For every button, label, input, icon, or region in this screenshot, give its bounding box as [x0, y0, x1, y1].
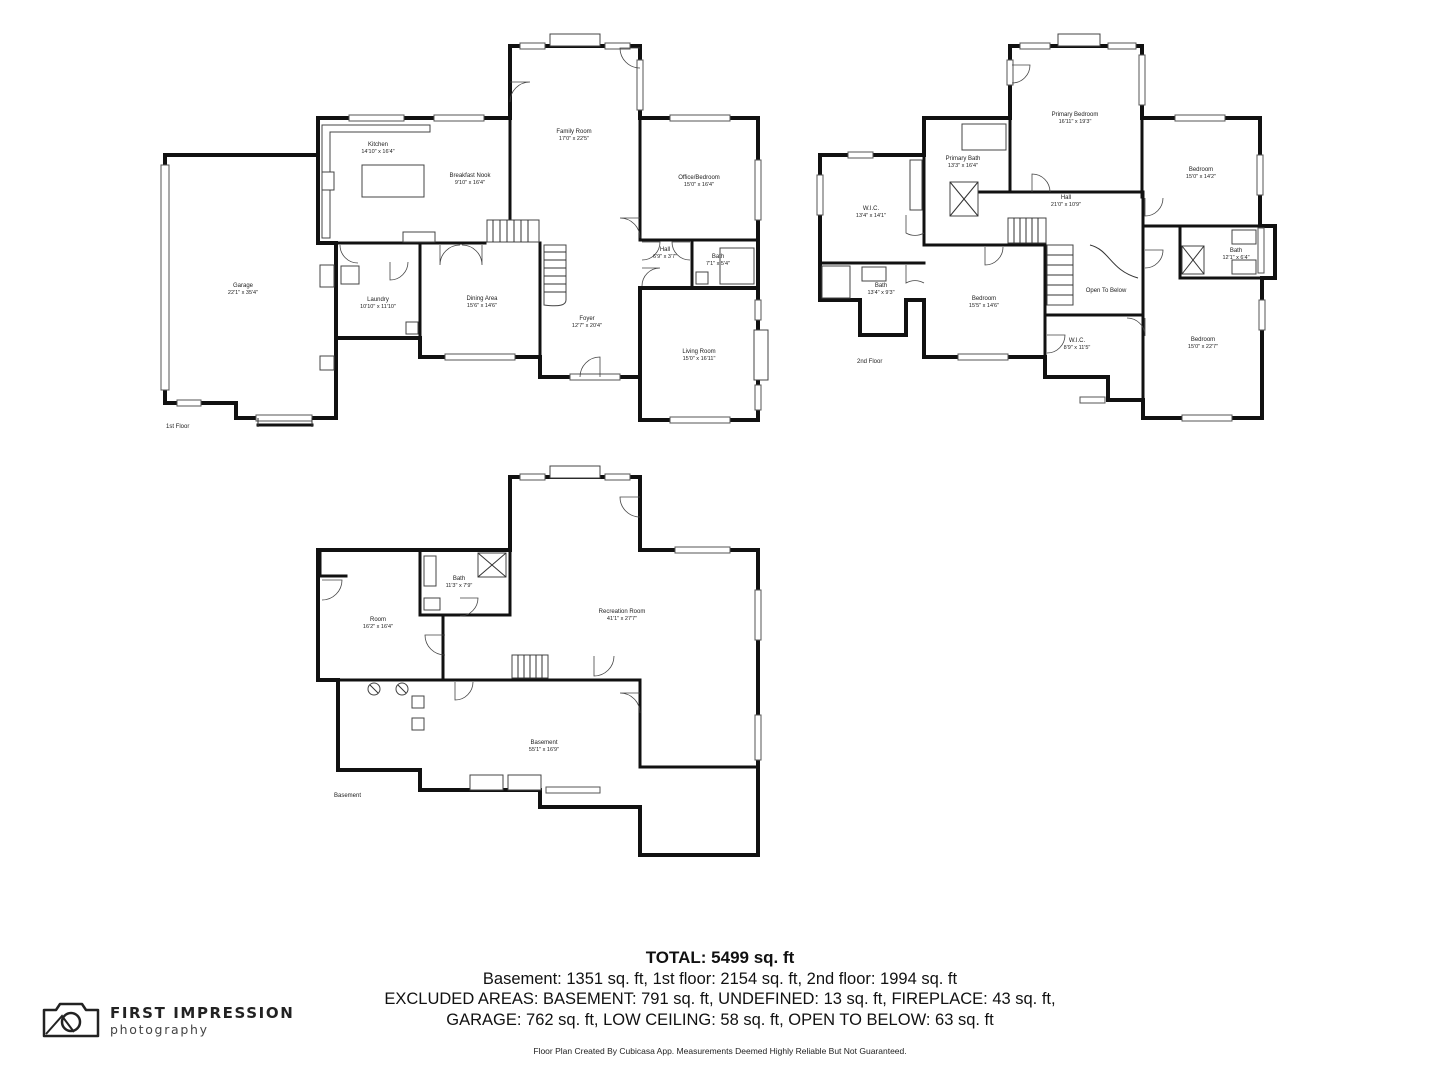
total-area: TOTAL: 5499 sq. ft: [645, 948, 795, 967]
room-dimensions: 13'3" x 16'4": [948, 163, 978, 169]
floor-areas: Basement: 1351 sq. ft, 1st floor: 2154 s…: [482, 969, 958, 988]
room-dimensions: 13'4" x 9'3": [867, 290, 894, 296]
room-name: Hall: [1061, 195, 1071, 201]
room-name: Office/Bedroom: [678, 175, 720, 181]
excluded-areas-1: EXCLUDED AREAS: BASEMENT: 791 sq. ft, UN…: [384, 990, 1056, 1008]
room-dimensions: 21'0" x 10'9": [1051, 202, 1081, 208]
room-name: Bath: [453, 576, 465, 582]
room-dimensions: 55'1" x 16'9": [529, 747, 559, 753]
excluded-areas-2: GARAGE: 762 sq. ft, LOW CEILING: 58 sq. …: [446, 1010, 994, 1029]
room-name: Family Room: [556, 129, 591, 135]
floor-label-basement: Basement: [334, 793, 361, 799]
room-dimensions: 16'11" x 19'3": [1059, 119, 1092, 125]
room-dimensions: 11'3" x 7'9": [446, 583, 473, 589]
room-name: Foyer: [579, 316, 594, 322]
room-name: Open To Below: [1086, 288, 1127, 294]
room-name: Living Room: [682, 349, 715, 355]
room-name: Dining Area: [466, 296, 498, 302]
room-name: Primary Bedroom: [1052, 112, 1099, 118]
footnote: Floor Plan Created By Cubicasa App. Meas…: [533, 1046, 907, 1056]
room-wic-2: W.I.C.8'9" x 11'5": [1064, 338, 1091, 351]
room-dimensions: 10'10" x 11'10": [360, 304, 396, 310]
company-logo: FIRST IMPRESSION photography: [40, 1000, 310, 1042]
room-dimensions: 9'10" x 16'4": [455, 180, 485, 186]
room-dimensions: 16'2" x 16'4": [363, 624, 393, 630]
room-dimensions: 15'0" x 22'7": [1188, 344, 1218, 350]
room-name: Hall: [660, 247, 670, 253]
camera-icon: [42, 1002, 100, 1038]
room-name: Bedroom: [1191, 337, 1215, 343]
room-name: Basement: [530, 740, 557, 746]
floor-label-second: 2nd Floor: [857, 359, 882, 365]
room-dimensions: 41'1" x 27'7": [607, 616, 637, 622]
room-name: Kitchen: [368, 142, 388, 148]
logo-tagline: photography: [110, 1022, 209, 1037]
room-name: Bath: [1230, 248, 1242, 254]
room-name: Bedroom: [972, 296, 996, 302]
floor-label-first: 1st Floor: [166, 424, 189, 430]
room-dimensions: 8'9" x 11'5": [1064, 345, 1091, 351]
room-name: Primary Bath: [946, 156, 981, 162]
room-dimensions: 6'9" x 3'7": [653, 254, 677, 260]
logo-brand: FIRST IMPRESSION: [110, 1004, 295, 1022]
room-dimensions: 17'0" x 22'5": [559, 136, 589, 142]
room-dimensions: 15'0" x 14'2": [1186, 174, 1216, 180]
room-dimensions: 15'0" x 16'4": [684, 182, 714, 188]
room-dimensions: 15'0" x 16'11": [683, 356, 716, 362]
room-name: Bath: [875, 283, 887, 289]
area-summary: TOTAL: 5499 sq. ft Basement: 1351 sq. ft…: [0, 948, 1440, 1030]
room-wic-1: W.I.C.13'4" x 14'1": [856, 206, 886, 219]
room-name: Room: [370, 617, 386, 623]
room-name: Bath: [712, 254, 724, 260]
room-name: Recreation Room: [599, 609, 646, 615]
room-dimensions: 13'4" x 14'1": [856, 213, 886, 219]
basement-plan: [316, 465, 762, 857]
room-name: W.I.C.: [1069, 338, 1086, 344]
room-dimensions: 12'7" x 20'4": [572, 323, 602, 329]
room-dimensions: 12'1" x 6'4": [1222, 255, 1249, 261]
room-open-to-below: Open To Below: [1086, 288, 1127, 294]
room-name: Bedroom: [1189, 167, 1213, 173]
second-floor-plan: [816, 33, 1277, 422]
room-dimensions: 15'6" x 14'6": [467, 303, 497, 309]
room-name: W.I.C.: [863, 206, 880, 212]
room-name: Breakfast Nook: [449, 173, 491, 179]
room-dimensions: 14'10" x 16'4": [361, 149, 394, 155]
room-dimensions: 15'5" x 14'6": [969, 303, 999, 309]
room-name: Garage: [233, 283, 254, 289]
room-name: Laundry: [367, 297, 389, 303]
room-dimensions: 22'1" x 35'4": [228, 290, 258, 296]
first-floor-plan: [160, 33, 769, 427]
room-dimensions: 7'1" x 5'4": [706, 261, 730, 267]
